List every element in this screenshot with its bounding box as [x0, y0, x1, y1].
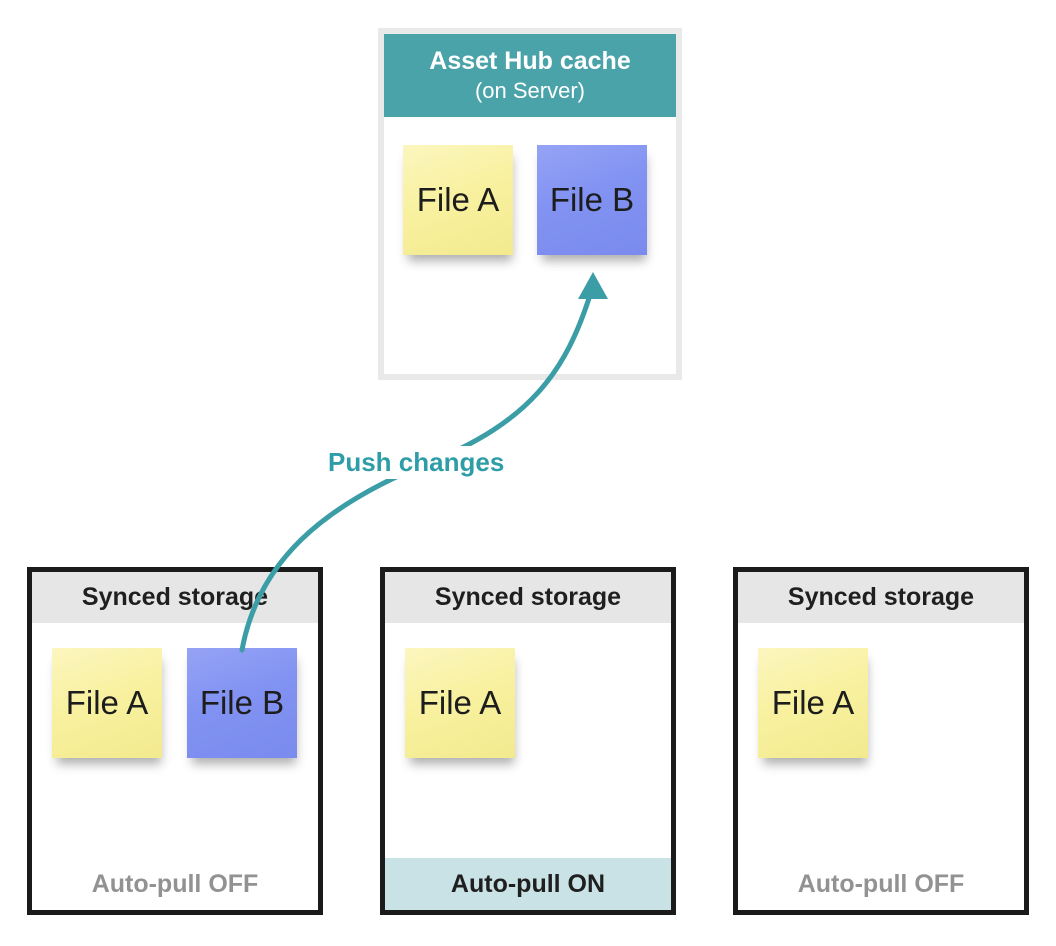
asset-hub-cache-box: Asset Hub cache (on Server) File A File … — [378, 28, 682, 380]
auto-pull-status: Auto-pull OFF — [91, 869, 259, 898]
asset-hub-title: Asset Hub cache — [429, 47, 631, 76]
synced-storage-box-left: Synced storage File A File B Auto-pull O… — [27, 567, 323, 915]
sticky-note-file-b: File B — [537, 145, 647, 255]
storage-header: Synced storage — [32, 572, 318, 623]
synced-storage-box-middle: Synced storage File A Auto-pull ON — [380, 567, 676, 915]
auto-pull-status: Auto-pull ON — [385, 858, 671, 910]
storage-header: Synced storage — [738, 572, 1024, 623]
sticky-note-file-a: File A — [405, 648, 515, 758]
asset-hub-subtitle: (on Server) — [474, 78, 586, 104]
sticky-note-file-a: File A — [758, 648, 868, 758]
storage-title: Synced storage — [787, 583, 975, 611]
auto-pull-status: Auto-pull OFF — [797, 869, 965, 898]
push-changes-label: Push changes — [320, 446, 513, 479]
storage-title: Synced storage — [434, 583, 622, 611]
sticky-note-file-a: File A — [403, 145, 513, 255]
synced-storage-box-right: Synced storage File A Auto-pull OFF — [733, 567, 1029, 915]
sticky-note-file-b: File B — [187, 648, 297, 758]
sticky-note-file-a: File A — [52, 648, 162, 758]
storage-header: Synced storage — [385, 572, 671, 623]
asset-hub-header: Asset Hub cache (on Server) — [384, 34, 676, 117]
storage-title: Synced storage — [81, 583, 269, 611]
